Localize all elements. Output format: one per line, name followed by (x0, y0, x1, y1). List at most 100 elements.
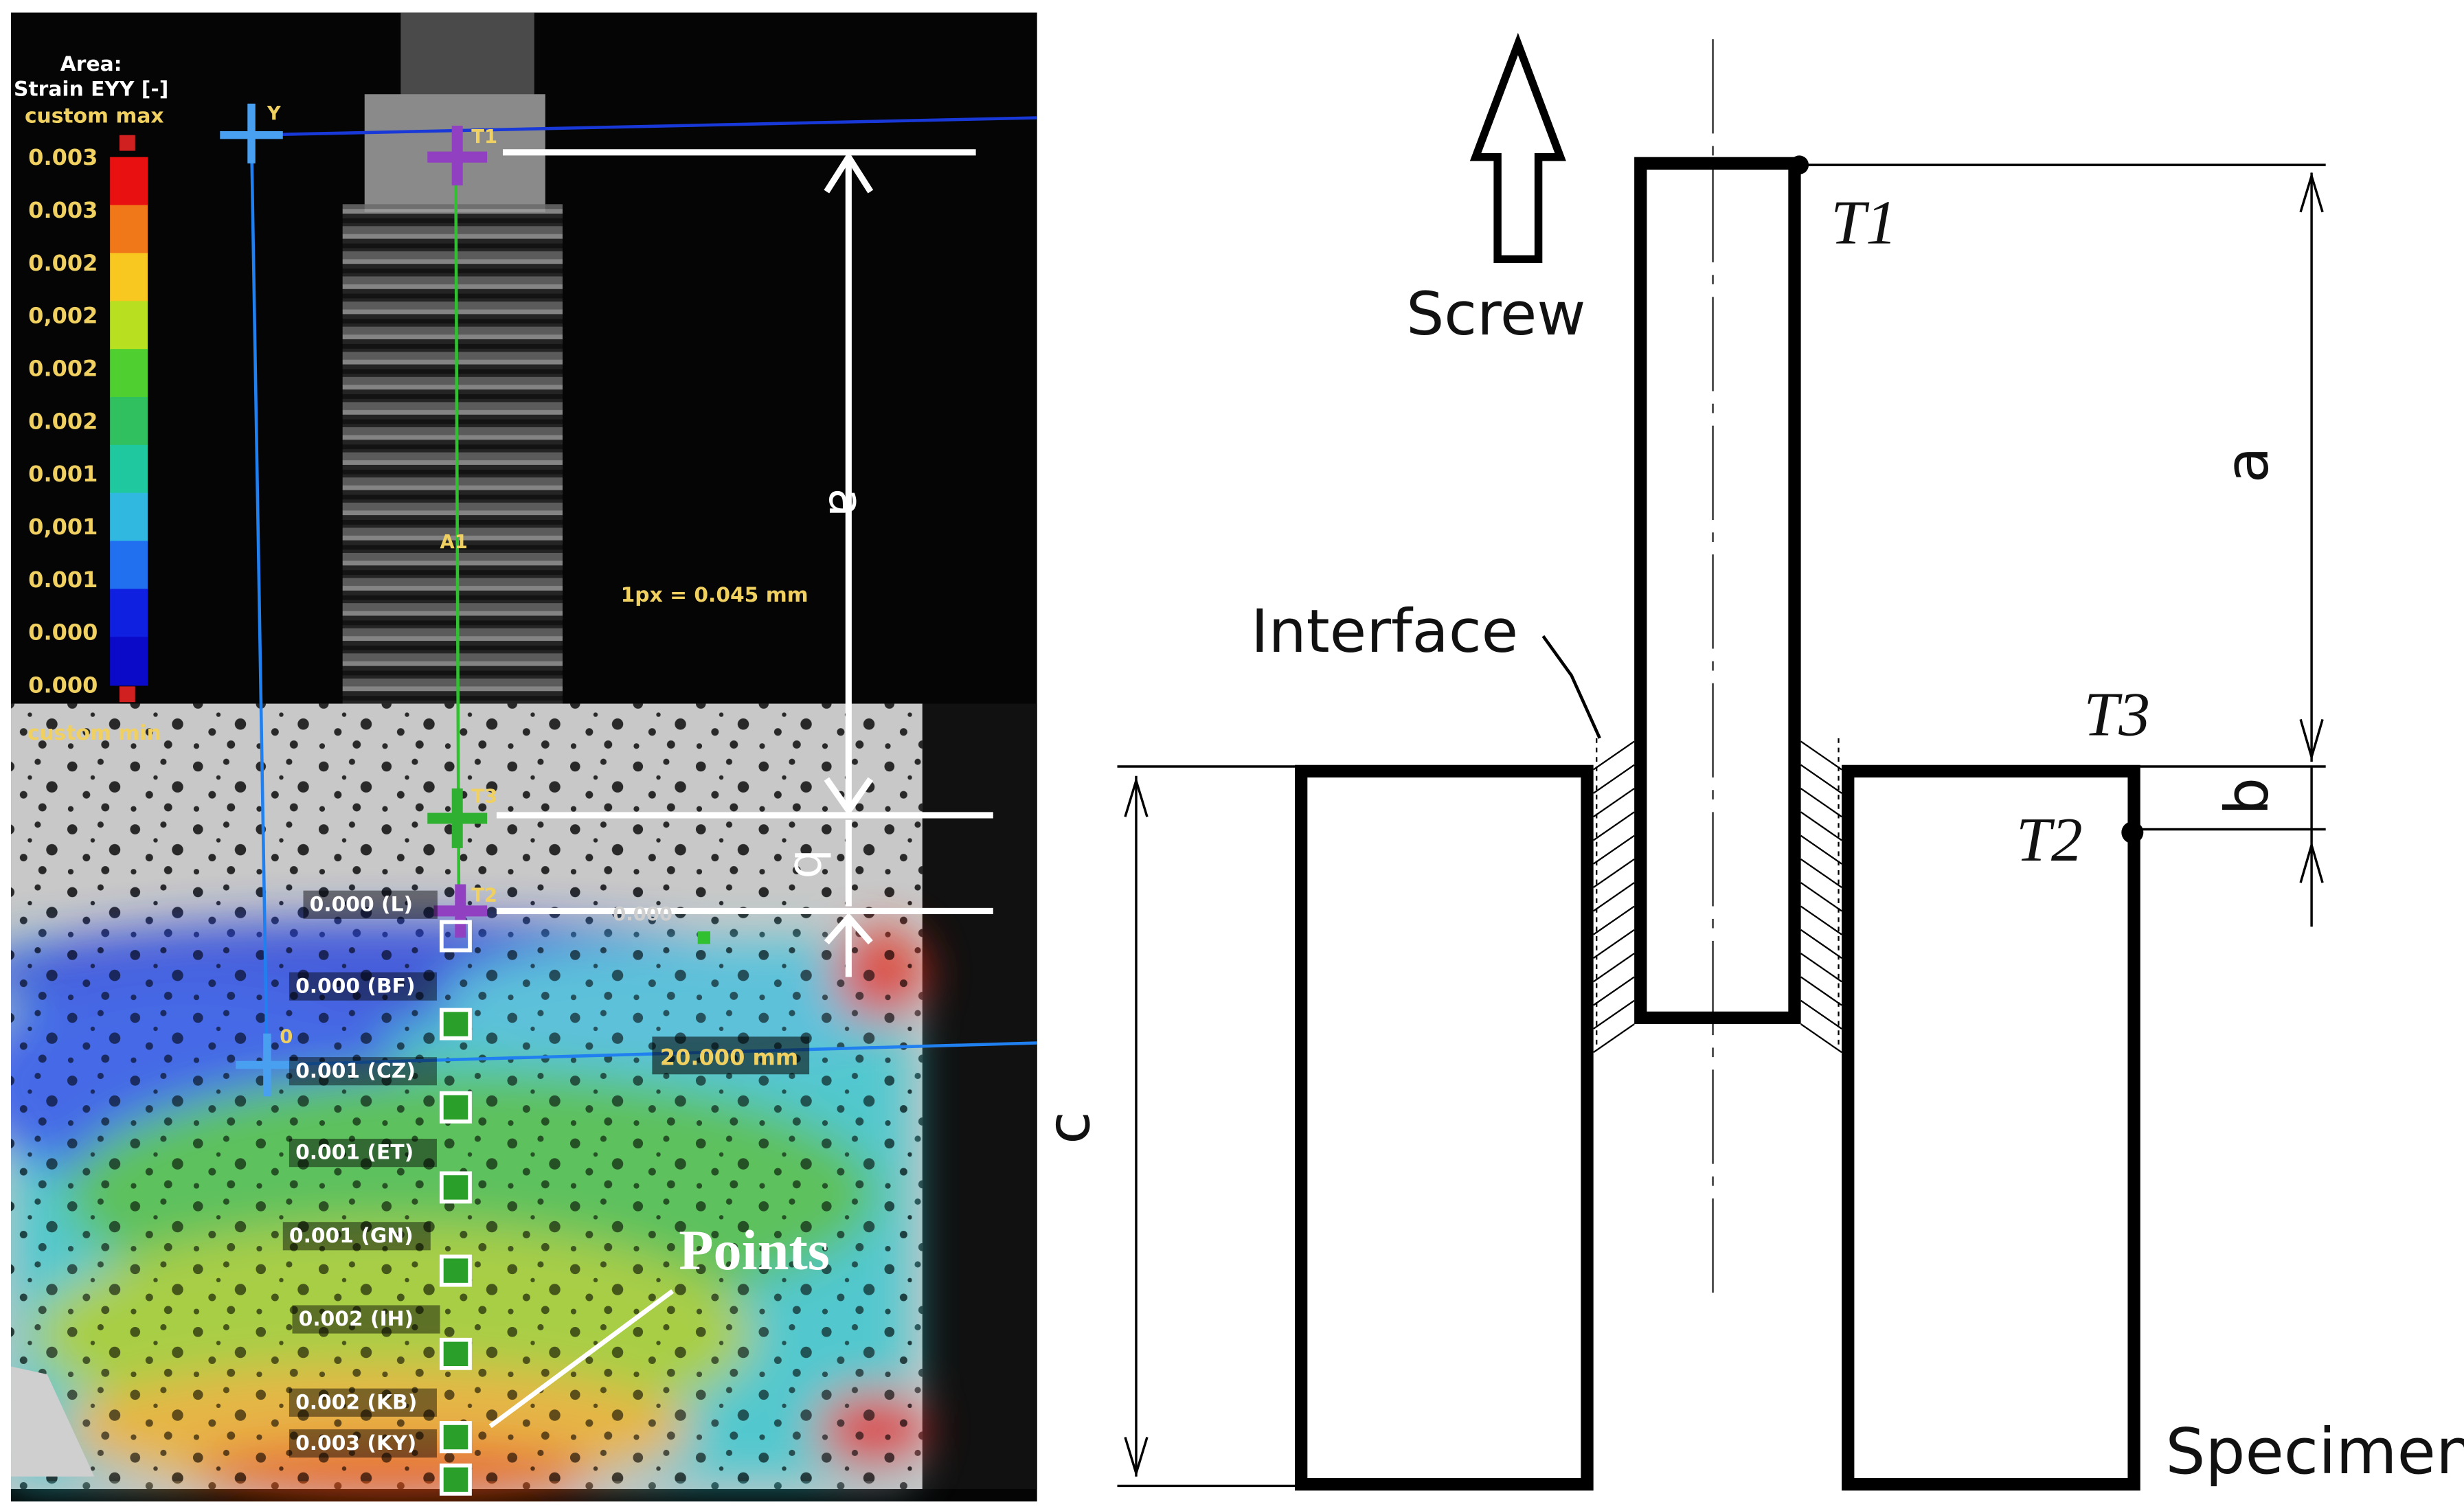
point-value-label: 0.001 (CZ) (295, 1059, 416, 1083)
legend-tick-label: 0.001 (28, 461, 98, 487)
hatch-line (1800, 788, 1842, 818)
t2-cross-icon (433, 884, 488, 938)
t1-photo-label: T1 (471, 126, 497, 148)
hatch-line (1593, 929, 1635, 959)
hatch-line (1800, 976, 1842, 1006)
legend-tick-labels: 0.003 0.003 0.002 0,002 0.002 0.002 0.001 0,001… (28, 144, 98, 698)
hatch-line (1593, 999, 1635, 1030)
legend-color-band (110, 444, 148, 495)
x-axis-line-top (251, 116, 1037, 137)
distance-label: 20.000 mm (660, 1045, 798, 1071)
legend-tick-label: 0.000 (28, 672, 98, 698)
legend-tick-label: 0.002 (28, 408, 98, 434)
legend-max-marker (119, 135, 135, 151)
point-value-label: 0.000 (BF) (295, 974, 415, 998)
legend-tick-label: 0.001 (28, 567, 98, 593)
strain-field-overlay (11, 918, 927, 1497)
hidden-value-text: 0.000 (613, 904, 672, 925)
legend-tick-label: 0,001 (28, 514, 98, 540)
hatch-line (1800, 834, 1842, 865)
measurement-point-labels: 0.000 (L) 0.000 (BF) 0.001 (CZ) 0.001 (ET) 0… (282, 890, 440, 1458)
interface-leader (1541, 635, 1601, 739)
legend-max-label: custom max (25, 104, 164, 128)
origin-label: 0 (280, 1027, 293, 1048)
measurement-point-marker (439, 1008, 472, 1041)
photo-dimension-a-label: a (818, 488, 873, 517)
legend-header-area: Area: (60, 52, 122, 76)
hatch-line (1800, 1023, 1842, 1054)
y-axis-label: Y (267, 103, 282, 124)
measurement-point-marker (439, 1337, 472, 1370)
hatch-line (1593, 953, 1635, 983)
legend-color-band (110, 253, 148, 302)
hatch-line (1800, 905, 1842, 935)
point-label-bg (289, 972, 437, 1001)
legend-color-band (110, 157, 148, 206)
legend-tick-label: 0.002 (28, 355, 98, 381)
dic-photo-panel (11, 12, 1037, 1502)
legend-color-band (110, 492, 148, 542)
t2-label: T2 (2016, 804, 2083, 874)
legend-tick-label: 0.003 (28, 197, 98, 223)
hatch-line (1593, 788, 1635, 818)
hatch-line (1593, 905, 1635, 935)
photo-dimension-b-label: b (784, 849, 839, 879)
hatch-line (1593, 764, 1635, 794)
legend-tick-label: 0.000 (28, 620, 98, 646)
point-value-label: 0.000 (L) (310, 892, 413, 916)
measurement-point-marker (439, 1091, 472, 1124)
point-label-bg (303, 890, 438, 919)
t1-point (1789, 155, 1809, 174)
hatch-line (1800, 764, 1842, 794)
measurement-point-marker (439, 920, 472, 953)
y-axis-cross-icon (220, 103, 283, 163)
legend-color-band (110, 637, 148, 686)
legend-color-band (110, 589, 148, 638)
screw-body (1634, 157, 1801, 1025)
point-label-bg (289, 1388, 437, 1417)
pixel-scale-text: 1px = 0.045 mm (621, 583, 809, 607)
t3-photo-label: T3 (471, 786, 497, 808)
measurement-point-markers (439, 920, 472, 1496)
legend-color-bar (110, 157, 148, 686)
t1-label: T1 (1831, 187, 1897, 257)
hatch-line (1593, 811, 1635, 841)
measuring-line: A1 (440, 157, 468, 911)
legend-tick-label: 0.002 (28, 250, 98, 276)
t3-label: T3 (2083, 679, 2150, 749)
point-label-bg (289, 1057, 437, 1086)
specimen-label: Specimen (2165, 1415, 2464, 1488)
point-value-label: 0.002 (IH) (299, 1307, 414, 1331)
legend-color-band (110, 541, 148, 590)
screw-head (400, 12, 534, 107)
point-label-bg (292, 1305, 440, 1334)
hatch-line (1593, 976, 1635, 1006)
t1-cross-icon (427, 125, 488, 185)
point-value-label: 0.001 (GN) (289, 1224, 414, 1248)
up-arrow-icon (1469, 32, 1566, 264)
schematic-dimension-lines (1117, 163, 2326, 1488)
hatch-line (1800, 811, 1842, 841)
legend-color-band (110, 205, 148, 254)
point-value-label: 0.002 (KB) (295, 1390, 417, 1414)
t2-point (2121, 821, 2144, 844)
legend-tick-label: 0,002 (28, 303, 98, 329)
t3-cross-icon (427, 788, 488, 848)
hatch-line (1593, 1023, 1635, 1054)
strain-legend: Area: Strain EYY [-] custom max 0.0030.0… (14, 52, 168, 745)
legend-header-strain: Strain EYY [-] (14, 78, 168, 102)
hatch-line (1593, 858, 1635, 889)
hatch-line (1800, 999, 1842, 1030)
small-green-marker (697, 931, 711, 944)
legend-color-band (110, 301, 148, 350)
hatch-line (1593, 834, 1635, 865)
legend-tick-label: 0.003 (28, 144, 98, 170)
hatch-line (1593, 882, 1635, 912)
hatch-line (1800, 929, 1842, 959)
hatch-line (1800, 740, 1842, 771)
measurement-point-marker (439, 1171, 472, 1204)
point-value-label: 0.001 (ET) (295, 1141, 414, 1165)
interface-hatch-left (1593, 738, 1635, 1054)
t2-photo-label: T2 (471, 885, 497, 907)
specimen-right-block (1842, 764, 2140, 1491)
